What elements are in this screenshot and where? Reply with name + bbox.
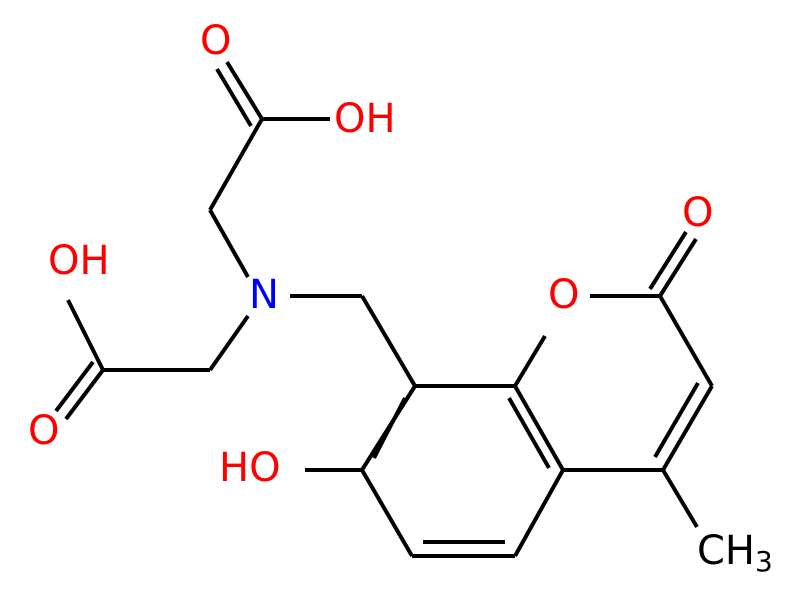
label-methyl-c: CH bbox=[697, 528, 755, 574]
bond-c8-c7-b bbox=[372, 397, 407, 459]
bond-n-ch2-left bbox=[208, 314, 250, 372]
bond-c7-c6 bbox=[360, 468, 414, 558]
bond-c-o-double-left-b bbox=[54, 360, 95, 413]
bond-c4a-c8a-a bbox=[513, 385, 565, 471]
bond-c4a-c8a-b bbox=[507, 397, 551, 469]
bond-ch2-n-top bbox=[208, 209, 250, 278]
bond-c4-methyl bbox=[661, 468, 699, 529]
label-top-hydroxyl: OH bbox=[334, 96, 396, 142]
bond-c2-c3 bbox=[658, 294, 714, 388]
bond-ch2-cooh-top bbox=[208, 118, 264, 211]
bond-c5-c4a bbox=[513, 469, 565, 557]
bond-c-o-double-b bbox=[215, 67, 253, 128]
label-left-hydroxyl: OH bbox=[48, 238, 110, 284]
label-phenol-oh: HO bbox=[219, 445, 281, 491]
bond-c2-o-double-b bbox=[648, 230, 688, 291]
bond-c-o-double-a bbox=[225, 60, 264, 121]
bond-c3-c4-b bbox=[653, 381, 700, 459]
label-top-carbonyl-o: O bbox=[200, 18, 231, 64]
bond-c-o-double-left-a bbox=[64, 368, 105, 421]
label-amine-n: N bbox=[249, 272, 279, 318]
label-methyl: CH3 bbox=[697, 528, 773, 578]
label-ring-o: O bbox=[548, 272, 579, 318]
bond-lines bbox=[54, 60, 714, 558]
bond-ch2-c8 bbox=[360, 294, 417, 388]
bond-c8a-o1 bbox=[513, 334, 547, 388]
label-left-carbonyl-o: O bbox=[28, 408, 59, 454]
atom-labels: O OH OH O N O O HO CH3 bbox=[28, 18, 773, 578]
bond-c3-c4-a bbox=[661, 384, 714, 472]
bond-c-oh-left bbox=[66, 299, 105, 371]
bond-c2-o-double-a bbox=[658, 237, 698, 298]
label-methyl-sub: 3 bbox=[755, 545, 773, 578]
label-lactone-o: O bbox=[682, 190, 713, 236]
